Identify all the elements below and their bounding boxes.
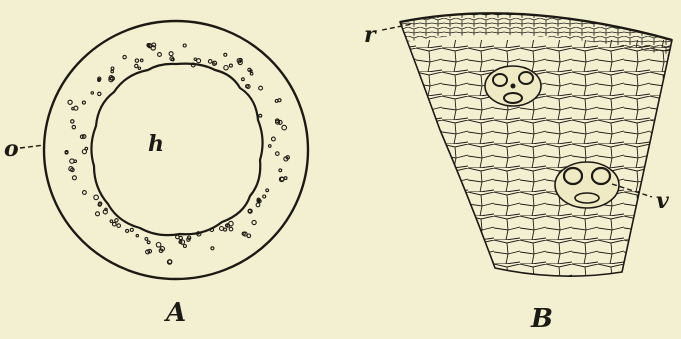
bundle-dot [197, 59, 201, 63]
bundle-dot [111, 67, 114, 70]
bundle-dot [250, 72, 253, 75]
bundle-dot [158, 53, 162, 57]
bundle-dot [179, 236, 182, 239]
bundle-dot [138, 67, 140, 69]
bundle-dot [266, 189, 269, 192]
bundle-dot [126, 229, 129, 232]
bundle-dot [156, 243, 161, 248]
bundle-dot [282, 125, 287, 130]
bundle-dot [130, 228, 133, 231]
bundle-dot [83, 191, 87, 195]
bundle-dot [91, 92, 93, 94]
label-v: v [656, 190, 669, 212]
bundle-dot [220, 227, 224, 231]
bundle-dot [210, 228, 214, 232]
bundle-dot [224, 53, 227, 56]
bundle-dot [147, 241, 150, 244]
bundle-dot [279, 169, 282, 172]
bundle-dot [272, 137, 276, 141]
bundle-dot [68, 100, 72, 104]
bundle-dot [135, 59, 138, 62]
bundle-dot [248, 68, 251, 71]
bundle-dot [183, 245, 186, 248]
vascular-bundle-dots [65, 43, 289, 264]
bundle-dot [71, 120, 74, 123]
bundle-dot [82, 101, 85, 104]
bundle-dot [65, 151, 68, 154]
hollow-cavity-edge [91, 64, 262, 236]
bundle-dot [229, 64, 232, 67]
bundle-dot [113, 222, 117, 226]
bundle-dot [96, 212, 100, 216]
bundle-dot [242, 78, 245, 81]
bundle-dot [140, 59, 143, 62]
label-o: o [4, 138, 19, 160]
bundle-dot [256, 203, 260, 207]
leader-o [20, 145, 44, 148]
bundle-dot [269, 145, 272, 148]
bundle-dot [111, 70, 114, 73]
label-h: h [148, 133, 164, 155]
bundle-dot [259, 114, 262, 117]
bundle-dot [280, 177, 284, 181]
bundle-dot [85, 147, 88, 150]
bundle-dot [229, 227, 233, 231]
bundle-dot [211, 247, 214, 250]
bundle-dot [259, 86, 263, 90]
figure-a-cross-section [44, 21, 308, 279]
bundle-dot [123, 55, 126, 58]
bundle-dot [72, 125, 75, 128]
label-r: r [364, 24, 376, 46]
bundle-dot [224, 228, 227, 231]
bundle-dot [110, 220, 113, 223]
bundle-dot [284, 177, 287, 180]
bundle-dot [252, 220, 256, 224]
bundle-dot [94, 195, 99, 200]
bundle-dot [276, 152, 280, 156]
bundle-dot [136, 234, 138, 236]
bundle-dot [72, 176, 76, 180]
bundle-dot [98, 92, 101, 95]
bundle-dot [278, 99, 281, 102]
caption-a: A [166, 300, 186, 326]
bundle-dot [208, 60, 212, 64]
bundle-dot [246, 85, 249, 88]
bundle-dot [263, 195, 266, 198]
bundle-dot [169, 52, 173, 56]
bundle-dot [145, 238, 148, 241]
bundle-dot [183, 44, 186, 47]
bundle-dot [248, 210, 251, 213]
bundle-dot [229, 221, 234, 226]
figure-b-wedge-section [382, 7, 681, 290]
caption-b: B [531, 306, 553, 332]
bundle-dot [226, 224, 228, 226]
bundle-dot [224, 66, 228, 70]
bundle-dot [117, 224, 121, 228]
vascular-bundle-lower [555, 162, 619, 208]
vascular-bundle-upper [485, 66, 541, 106]
bundle-dot [72, 107, 74, 109]
bundle-dot [135, 64, 138, 67]
bundle-dot [115, 219, 118, 222]
